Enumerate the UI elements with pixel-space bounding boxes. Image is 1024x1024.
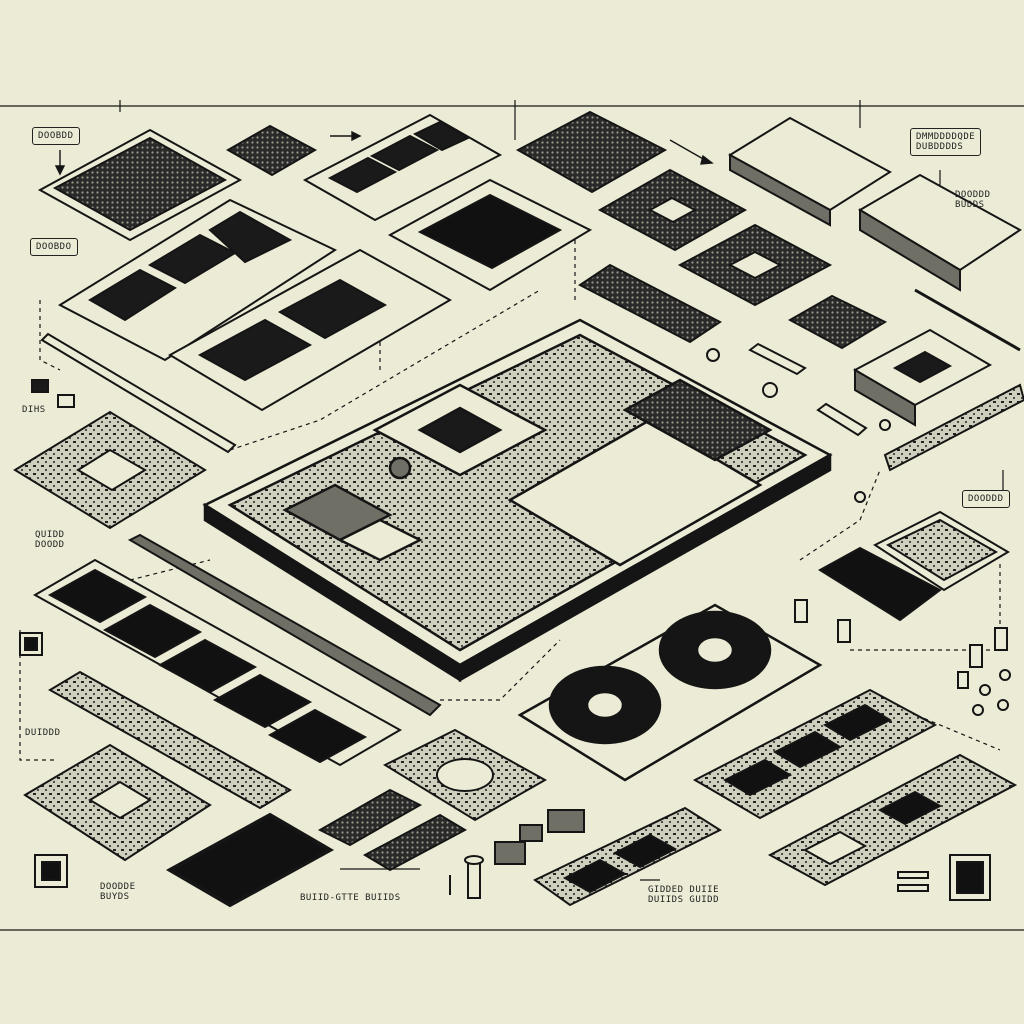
heatsink-top-right xyxy=(728,116,1022,292)
leader-lines xyxy=(19,240,1001,761)
dimm-bottom-center xyxy=(533,806,723,907)
black-panel xyxy=(818,546,942,622)
small-parts-left xyxy=(31,379,75,408)
label-bottom-right: GIDDED DUIIE DUIIDS GUIDD xyxy=(648,885,720,905)
cpu-socket-left xyxy=(13,410,207,530)
dimm-right-upper xyxy=(692,688,938,820)
memory-module-top xyxy=(302,113,503,222)
ram-stick-right xyxy=(578,263,722,344)
arrows xyxy=(54,130,714,176)
small-chip xyxy=(225,124,318,177)
dimm-left xyxy=(48,670,292,810)
label-left-small: DIHS xyxy=(22,405,46,415)
label-top-left: DOOBDD xyxy=(32,127,80,145)
ssd-tray xyxy=(167,248,453,412)
label-left-bottom: DUIDDD xyxy=(25,728,61,738)
sticker-card xyxy=(873,510,1010,592)
label-top-right-box: DMMDDDDQDE DUBDDDDS xyxy=(910,128,982,156)
label-left-mid: DOOBDO xyxy=(30,238,78,256)
socket-bracket xyxy=(852,328,993,427)
frame-lines xyxy=(0,100,1024,931)
cpu-chip-right xyxy=(597,168,833,307)
label-left-lower: QUIDD DOODD xyxy=(35,530,65,550)
label-bottom-left: DOODDE BUYDS xyxy=(100,882,136,902)
tablet-panel xyxy=(165,812,335,908)
dual-fan-cooler xyxy=(517,603,823,782)
label-bottom-center: BUIID-GTTE BUIIDS xyxy=(300,893,401,903)
drive-tray xyxy=(387,178,593,292)
stylus-rod xyxy=(40,332,237,454)
rail-long xyxy=(127,533,442,717)
connector-strip xyxy=(883,383,1024,472)
chip-right-mid xyxy=(787,294,888,350)
ram-chips-bottom xyxy=(317,728,585,872)
label-right-mid: DOODDD xyxy=(962,490,1010,508)
capacitors xyxy=(794,599,1011,716)
memory-tray-left xyxy=(57,198,338,362)
memory-tray-long xyxy=(32,558,403,767)
cpu-tray-top-left xyxy=(37,128,243,242)
laptop-chassis xyxy=(202,318,833,683)
screws xyxy=(706,342,891,503)
corner-icons xyxy=(19,632,991,901)
label-right-top: DOODDD BUDDS xyxy=(955,190,991,210)
motherboard-bottom-left xyxy=(23,743,212,862)
rod-right xyxy=(914,288,1021,352)
standoff-bolts xyxy=(449,855,484,899)
processor-top-center xyxy=(515,110,668,194)
dimm-right-lower xyxy=(767,753,1018,887)
